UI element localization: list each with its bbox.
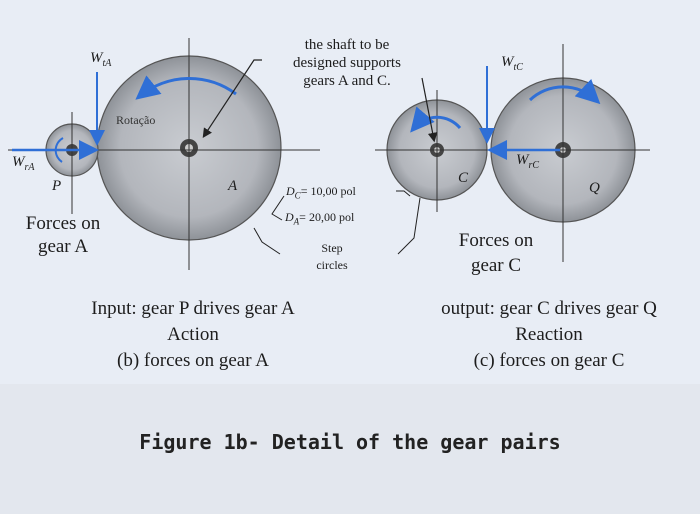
gear-a-label: A	[228, 178, 238, 194]
shaft-note-line-2: designed supports	[293, 55, 401, 71]
forces-on-gear-c: Forces on gear C	[458, 230, 534, 276]
figure-caption: Figure 1b- Detail of the gear pairs	[139, 430, 561, 454]
shaft-note-leader-a	[202, 59, 262, 139]
w-rc-label: WrC	[516, 152, 540, 171]
shaft-note-leader-c	[421, 77, 438, 143]
rotation-arrow-c	[410, 106, 462, 133]
shaft-note: the shaft to be designed supports gears …	[277, 36, 417, 90]
w-ta-label: WtA	[90, 50, 112, 69]
gear-diagram	[8, 38, 650, 270]
shaft-note-line-3: gears A and C.	[303, 73, 391, 89]
da-dimension: DA= 20,00 pol	[285, 210, 355, 227]
gear-c-label: C	[458, 170, 469, 186]
shaft-note-line-1: the shaft to be	[304, 37, 390, 53]
gear-q-label: Q	[589, 180, 600, 196]
dc-dimension: DC= 10,00 pol	[286, 184, 356, 201]
left-caption: Input: gear P drives gear A Action (b) f…	[91, 298, 295, 371]
step-circles-label: Step circles	[316, 241, 348, 272]
step-leader-a	[253, 227, 281, 255]
forces-on-gear-a: Forces on gear A	[25, 213, 101, 257]
gear-p-label: P	[52, 178, 62, 194]
da-leader	[271, 195, 285, 221]
rotation-label: Rotação	[116, 113, 156, 127]
w-tc-label: WtC	[501, 54, 523, 73]
right-caption: output: gear C drives gear Q Reaction (c…	[441, 298, 657, 371]
step-leader-c	[397, 197, 421, 255]
w-ra-label: WrA	[12, 154, 35, 173]
rotation-arrow-q	[528, 78, 601, 105]
dc-leader	[396, 190, 411, 197]
rotation-arrow-a	[135, 75, 237, 100]
